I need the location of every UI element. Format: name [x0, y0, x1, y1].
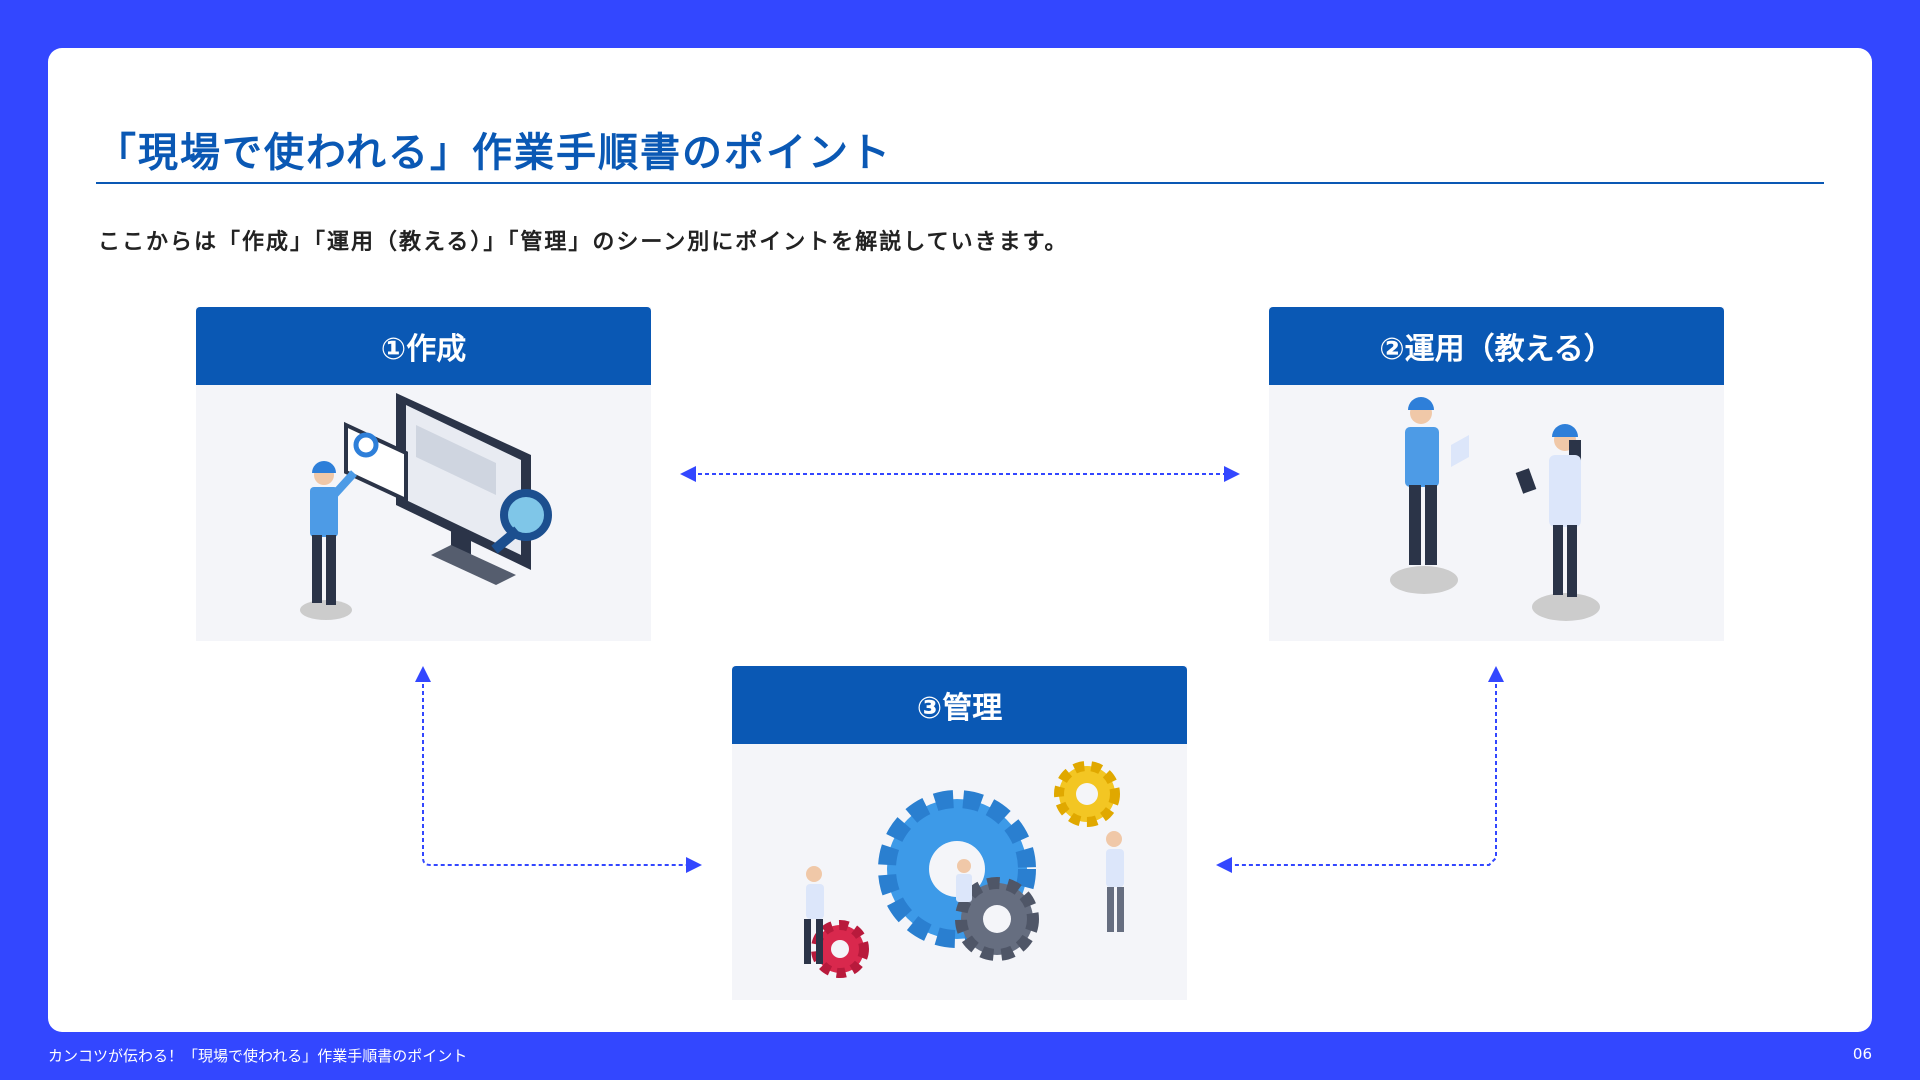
card-operate: ②運用（教える） [1269, 307, 1724, 641]
page-number: 06 [1852, 1045, 1872, 1063]
page-title: 「現場で使われる」作業手順書のポイント [96, 130, 892, 176]
create-illustration [300, 393, 552, 620]
footer-text: カンコツが伝わる！「現場で使われる」作業手順書のポイント [48, 1047, 468, 1065]
card-header: ①作成 [196, 307, 651, 385]
lead-text: ここからは「作成」「運用（教える）」「管理」のシーン別にポイントを解説していきま… [98, 230, 1069, 255]
gears-illustration [804, 761, 1124, 978]
card-create: ①作成 [196, 307, 651, 641]
card-header: ②運用（教える） [1269, 307, 1724, 385]
card-header: ③管理 [732, 666, 1187, 744]
card-manage: ③管理 [732, 666, 1187, 1000]
title-divider [96, 182, 1824, 184]
teaching-illustration [1390, 397, 1600, 621]
